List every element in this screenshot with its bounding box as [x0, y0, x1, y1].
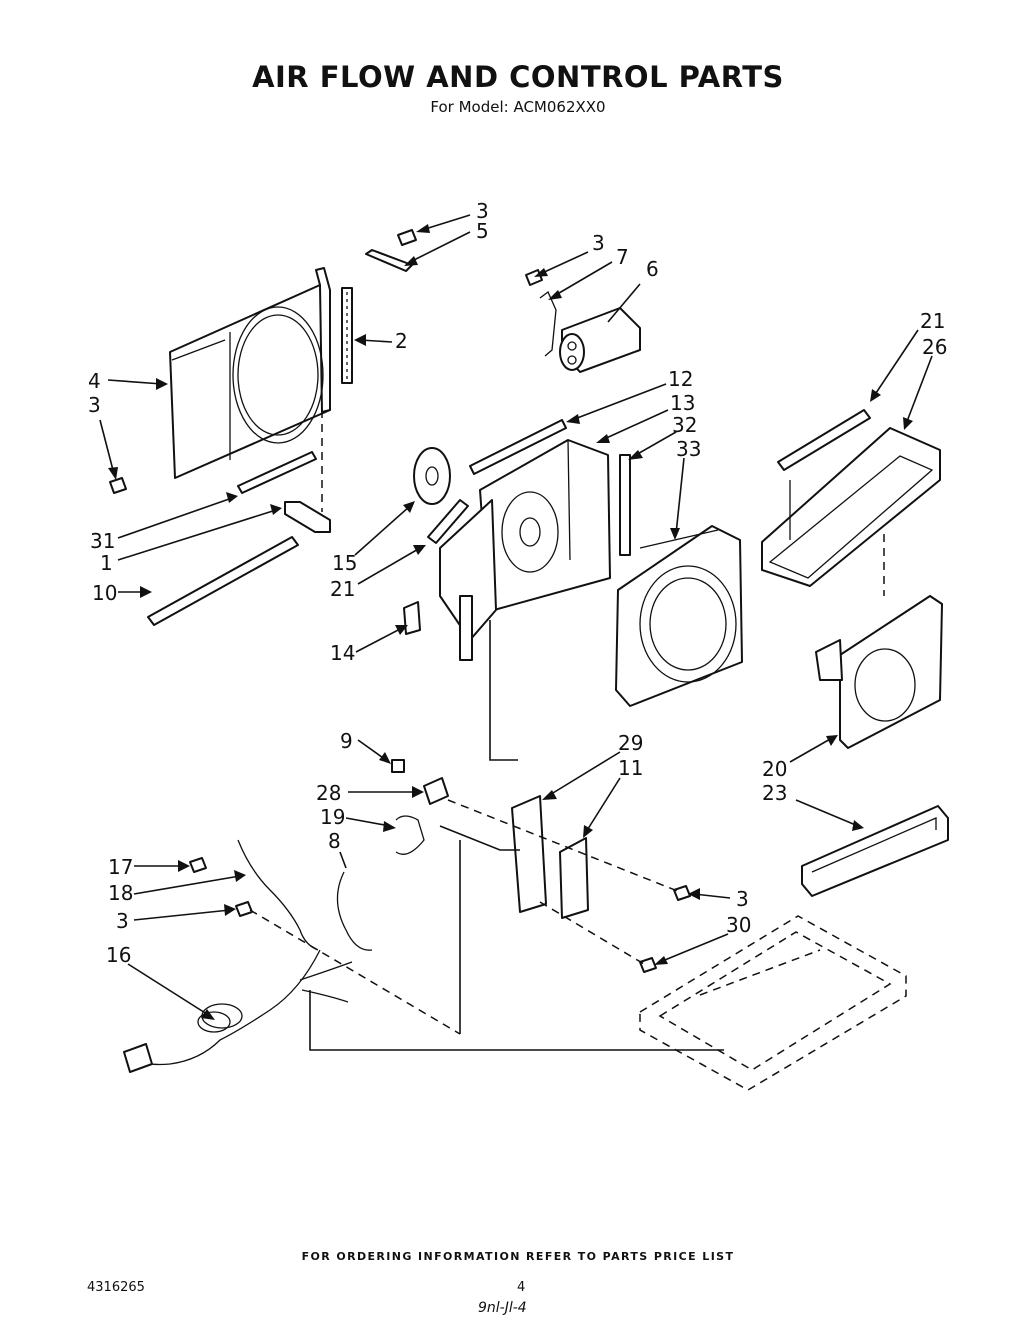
callout-30: 30 [726, 913, 751, 937]
air-duct-part [761, 427, 941, 587]
control-bracket-part [511, 795, 589, 919]
handwritten-note: 9nl-Jl-4 [478, 1300, 527, 1316]
callout-10: 10 [92, 581, 117, 605]
page-title: AIR FLOW AND CONTROL PARTS [252, 60, 784, 94]
seal-strip-part [237, 451, 317, 494]
power-cord-part [123, 839, 353, 1073]
switch-part [423, 777, 449, 805]
callout-2: 2 [395, 329, 408, 353]
callout-13: 13 [670, 391, 695, 415]
callout-19: 19 [320, 805, 345, 829]
callout-11: 11 [618, 756, 643, 780]
screw-part [109, 477, 127, 494]
callout-5: 5 [476, 219, 489, 243]
page-number: 4 [517, 1280, 526, 1295]
callout-4: 4 [88, 369, 101, 393]
callout-28: 28 [316, 781, 341, 805]
clip-part [403, 601, 421, 635]
callout-21: 21 [330, 577, 355, 601]
scroll-housing-part [615, 525, 743, 707]
foam-strip-part [341, 287, 353, 384]
rear-panel-part [815, 595, 943, 749]
callout-6: 6 [646, 257, 659, 281]
callout-9: 9 [340, 729, 353, 753]
callout-31: 31 [90, 529, 115, 553]
callout-3: 3 [88, 393, 101, 417]
blower-wheel-part [413, 447, 451, 505]
capacitor-strap-part [539, 290, 557, 357]
callout-3: 3 [736, 887, 749, 911]
callout-26: 26 [922, 335, 947, 359]
wire-harness-part [336, 871, 373, 951]
knob-part [391, 759, 405, 773]
document-number: 4316265 [87, 1280, 145, 1295]
ordering-note: FOR ORDERING INFORMATION REFER TO PARTS … [301, 1250, 735, 1263]
callout-14: 14 [330, 641, 355, 665]
callout-8: 8 [328, 829, 341, 853]
capacitor-part [559, 307, 641, 373]
callout-3: 3 [476, 199, 489, 223]
base-pan-outline [639, 915, 907, 1091]
foam-strip-part [777, 409, 871, 471]
seal-strip-part [469, 419, 567, 475]
model-subtitle: For Model: ACM062XX0 [430, 98, 606, 116]
callout-29: 29 [618, 731, 643, 755]
bulkhead-part [439, 439, 611, 661]
screw-part [189, 857, 691, 973]
long-strip-part [147, 536, 299, 626]
connector-part [395, 815, 425, 855]
front-panel-part [169, 267, 331, 479]
callout-7: 7 [616, 245, 629, 269]
callout-32: 32 [672, 413, 697, 437]
foam-strip-part [427, 499, 469, 544]
assembly-lines [249, 410, 885, 1051]
bracket-part [284, 501, 331, 533]
hinge-bracket-part [365, 249, 413, 272]
callout-3: 3 [116, 909, 129, 933]
screw-part [397, 229, 417, 246]
drain-pan-part [801, 805, 949, 897]
callout-labels: 3 5 3 7 6 2 21 26 12 13 32 33 4 3 31 1 1… [88, 199, 947, 967]
callout-17: 17 [108, 855, 133, 879]
leader-lines [99, 214, 933, 1020]
callout-15: 15 [332, 551, 357, 575]
callout-20: 20 [762, 757, 787, 781]
callout-23: 23 [762, 781, 787, 805]
callout-33: 33 [676, 437, 701, 461]
callout-12: 12 [668, 367, 693, 391]
callout-18: 18 [108, 881, 133, 905]
callout-3: 3 [592, 231, 605, 255]
callout-16: 16 [106, 943, 131, 967]
callout-1: 1 [100, 551, 113, 575]
foam-strip-part [619, 454, 631, 556]
callout-21: 21 [920, 309, 945, 333]
